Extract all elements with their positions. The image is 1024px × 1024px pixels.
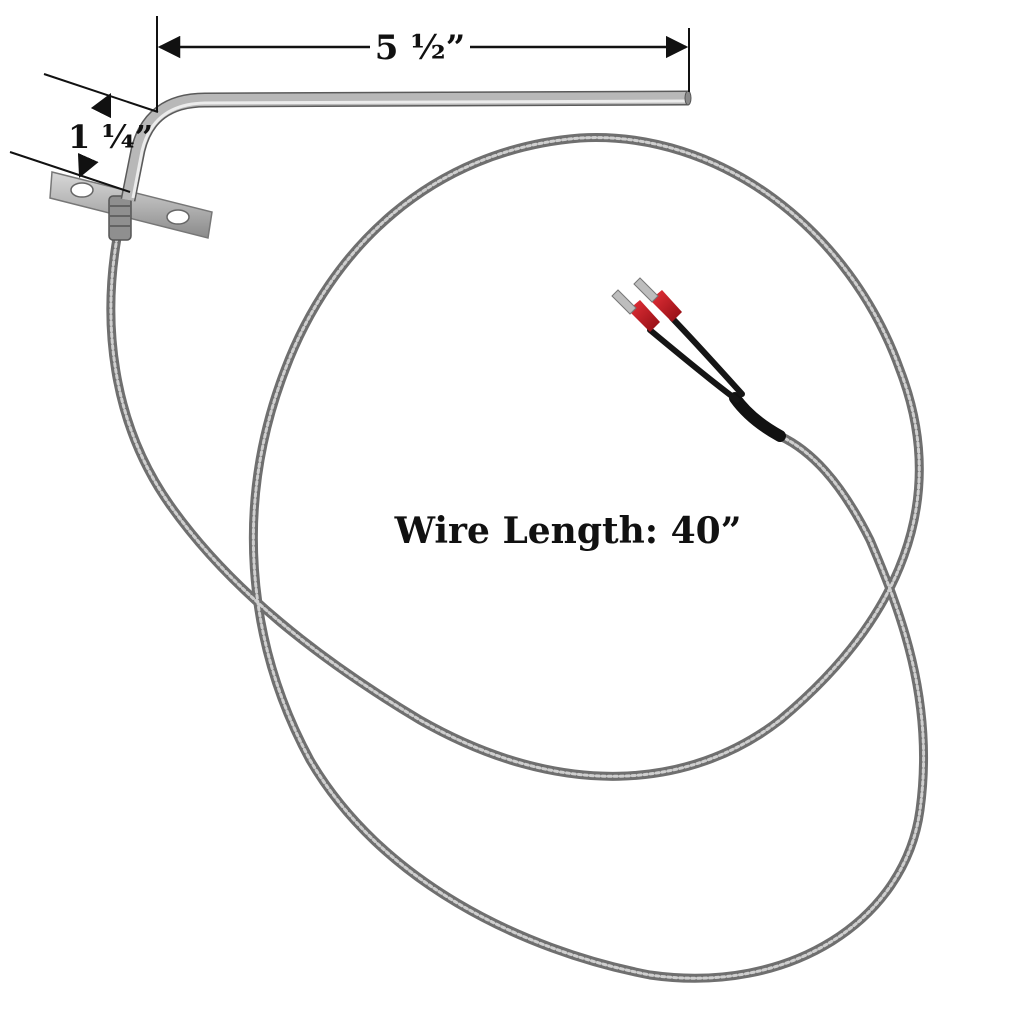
dimension-probe-length: 5 ½” [156,16,690,112]
dimension-arrow-bottom [77,152,99,179]
probe-length-label: 5 ½” [375,28,466,68]
red-ferrule-terminal-left [611,289,660,332]
compression-fitting [108,195,132,241]
extension-line-bottom [9,151,131,193]
steel-probe-rod [120,90,692,202]
bend-height-label: 1 ¼” [68,118,153,156]
dimension-arrow-top [90,92,112,119]
braided-cable [106,133,929,983]
wire-leads [647,315,786,442]
red-ferrule-terminal-right [633,277,682,322]
bracket-hole-right [166,209,190,225]
extension-line-top [43,73,159,113]
bracket-hole-left [70,182,94,198]
dimension-bend-height: 1 ¼” [9,73,159,193]
wire-length-label: Wire Length: 40” [394,510,742,552]
